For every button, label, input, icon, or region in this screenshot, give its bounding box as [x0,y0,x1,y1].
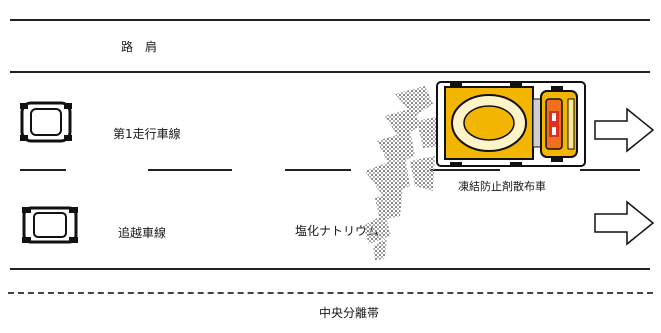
lane-divider-dash [430,169,500,171]
lane2-label: 追越車線 [118,226,167,240]
lane-divider-dash [20,169,66,171]
road-edge-top [10,19,650,21]
lane-divider-dash [580,169,640,171]
median-line [8,292,653,294]
road-edge-bottom [10,268,650,270]
car-icon [20,101,72,143]
shoulder-label: 路肩 [121,40,170,54]
arrow-right-icon [594,200,655,246]
arrow-right-icon [594,107,655,153]
shoulder-line [10,71,650,73]
spreader-truck-icon [436,81,586,167]
median-label: 中央分離帯 [319,306,380,320]
salt-label: 塩化ナトリウム [295,224,380,238]
salt-spray-icon [363,86,443,261]
lane-divider-dash [285,169,351,171]
lane1-label: 第1走行車線 [113,127,181,141]
car-icon [22,206,78,244]
lane-divider-dash [148,169,232,171]
truck-label: 凍結防止剤散布車 [458,180,546,193]
